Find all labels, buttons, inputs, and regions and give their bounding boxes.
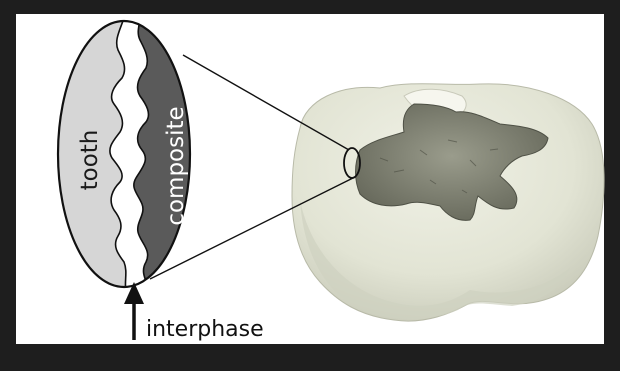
interphase-label: interphase (146, 317, 264, 342)
tooth-label: tooth (77, 130, 103, 191)
composite-label: composite (163, 106, 189, 225)
molar-rendering (292, 84, 604, 321)
